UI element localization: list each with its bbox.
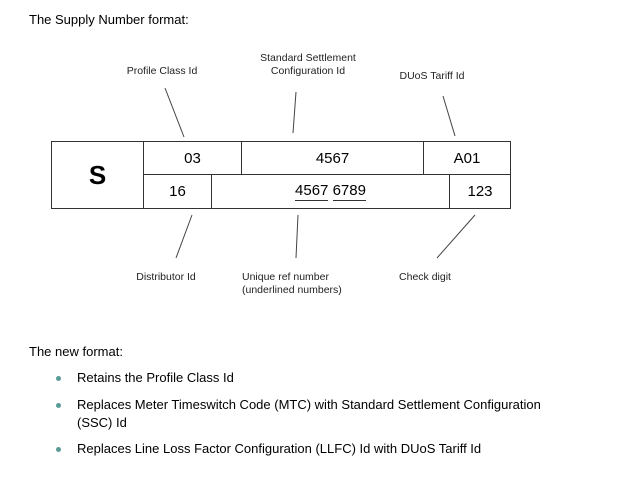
label-distributor: Distributor Id	[136, 271, 196, 283]
label-duos: DUoS Tariff Id	[399, 70, 465, 82]
label-ssc: Standard Settlement Configuration Id	[248, 52, 368, 78]
section-heading: The Supply Number format:	[29, 12, 189, 27]
distributor-connector	[175, 214, 193, 259]
list-item: Replaces Meter Timeswitch Code (MTC) wit…	[77, 397, 541, 412]
bullet-icon	[56, 376, 61, 381]
prefix-cell: S	[51, 141, 144, 209]
bullet-icon	[56, 447, 61, 452]
label-unique-line1: Unique ref number	[242, 271, 329, 283]
profile-class-cell: 03	[143, 141, 242, 175]
label-check-digit: Check digit	[399, 271, 451, 283]
label-ssc-line1: Standard Settlement	[260, 52, 356, 64]
list-item: Replaces Line Loss Factor Configuration …	[77, 441, 482, 456]
ssc-connector	[292, 91, 297, 134]
profile-class-connector	[164, 87, 185, 138]
ssc-cell: 4567	[241, 141, 424, 175]
bullet-icon	[56, 403, 61, 408]
label-profile-class: Profile Class Id	[126, 65, 198, 77]
distributor-cell: 16	[143, 174, 212, 209]
list-item-continuation: (SSC) Id	[77, 415, 127, 430]
check-digit-cell: 123	[449, 174, 511, 209]
duos-cell: A01	[423, 141, 511, 175]
check-digit-connector	[436, 214, 476, 259]
new-format-heading: The new format:	[29, 344, 123, 359]
label-ssc-line2: Configuration Id	[270, 65, 346, 77]
unique-ref-part2: 6789	[332, 182, 366, 201]
duos-connector	[442, 95, 456, 137]
label-unique-ref: Unique ref number (underlined numbers)	[242, 271, 342, 297]
unique-ref-cell: 4567 6789	[211, 174, 450, 209]
label-unique-line2: (underlined numbers)	[242, 284, 342, 296]
unique-ref-part1: 4567	[295, 182, 329, 201]
list-item: Retains the Profile Class Id	[77, 370, 234, 385]
unique-ref-connector	[295, 214, 299, 259]
